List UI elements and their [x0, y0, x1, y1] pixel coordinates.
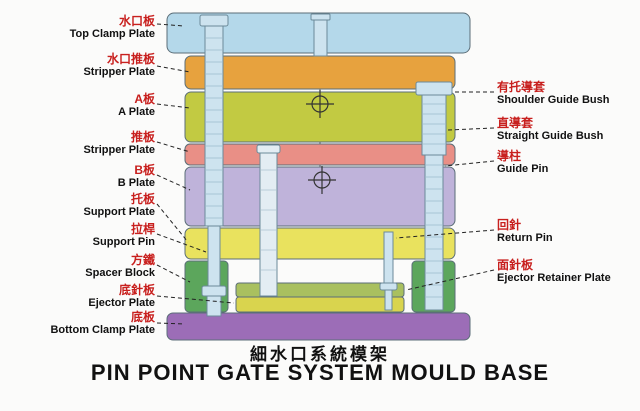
label-cn: 推板: [130, 130, 155, 144]
support-pin-shaft: [204, 25, 224, 227]
label-en: A Plate: [118, 106, 155, 118]
label-cn: 回針: [497, 218, 522, 232]
label-b-plate: B板 B Plate: [118, 164, 155, 190]
center-pin-shaft: [259, 152, 278, 297]
label-guide-pin: 導柱 Guide Pin: [497, 150, 548, 176]
label-bottom-clamp-plate: 底板 Bottom Clamp Plate: [50, 311, 155, 337]
return-pin-shaft: [383, 231, 394, 284]
return-pin-screw: [384, 289, 393, 311]
leader-lines: [156, 23, 495, 325]
leader-support-pin: [156, 233, 207, 253]
label-cn: 水口推板: [106, 52, 155, 66]
label-ejector-retainer-plate: 面針板 Ejector Retainer Plate: [497, 259, 611, 285]
support-pin-lower: [207, 225, 221, 287]
label-en: Support Pin: [92, 236, 155, 248]
label-cn: 有托導套: [497, 80, 546, 94]
center-pin-head: [256, 144, 281, 154]
label-cn: 面針板: [497, 258, 534, 272]
label-cn: 直導套: [497, 116, 534, 130]
label-en: B Plate: [117, 177, 155, 189]
label-cn: B板: [134, 163, 155, 177]
label-cn: 底針板: [118, 283, 155, 297]
sprue-bush-shaft: [313, 19, 328, 57]
label-support-pin: 拉桿 Support Pin: [93, 223, 155, 249]
support-pin-head: [199, 14, 229, 27]
leader-support-plate: [156, 203, 189, 243]
leader-spacer-block: [156, 264, 191, 283]
label-straight-guide-bush: 直導套 Straight Guide Bush: [497, 117, 603, 143]
leader-stripper-plate: [156, 141, 191, 153]
hatch-lines: [206, 37, 222, 219]
label-en: Return Pin: [497, 232, 553, 244]
label-en: Stripper Plate: [83, 144, 155, 156]
leader-a-plate: [156, 103, 191, 109]
center-pin: [256, 144, 281, 297]
label-en: Ejector Retainer Plate: [497, 272, 611, 284]
label-stripper-plate: 推板 Stripper Plate: [83, 131, 155, 157]
label-ejector-plate: 底針板 Ejector Plate: [88, 284, 155, 310]
guide-pin-shaft: [424, 154, 444, 311]
label-shoulder-guide-bush: 有托導套 Shoulder Guide Bush: [497, 81, 609, 107]
stripper-plate: [184, 143, 456, 166]
leader-top-clamp-plate: [156, 23, 185, 27]
label-en: Guide Pin: [497, 163, 549, 175]
leader-b-plate: [156, 174, 191, 191]
label-cn: A板: [134, 92, 155, 106]
stripper-plate-top: [184, 55, 456, 90]
hatch-lines: [261, 169, 276, 271]
title-english: PIN POINT GATE SYSTEM MOULD BASE: [90, 360, 550, 385]
return-pin-head: [379, 282, 398, 291]
bottom-clamp-plate: [166, 312, 471, 341]
support-pin-bolt: [206, 295, 222, 317]
return-pin: [379, 231, 398, 311]
leader-ejector-retainer: [405, 269, 495, 291]
label-en: Bottom Clamp Plate: [50, 324, 155, 336]
guide-bush-assembly: [415, 81, 453, 311]
support-plate: [184, 227, 456, 260]
sprue-bush: [310, 13, 331, 57]
label-cn: 方鐵: [130, 253, 155, 267]
leader-return-pin: [395, 229, 495, 239]
leader-ejector-plate: [156, 295, 235, 304]
straight-guide-bush-body: [421, 94, 447, 156]
center-mark-b-plate: [308, 166, 336, 194]
title-chinese: 細水口系統模架: [250, 345, 390, 364]
label-top-clamp-plate: 水口板 Top Clamp Plate: [70, 15, 155, 41]
center-mark-a-plate: [306, 90, 334, 118]
label-spacer-block: 方鐵 Spacer Block: [85, 254, 155, 280]
label-cn: 托板: [130, 192, 155, 206]
label-cn: 拉桿: [130, 222, 155, 236]
label-cn: 底板: [130, 310, 155, 324]
leader-stripper-plate-top: [156, 65, 191, 73]
shoulder-guide-bush-flange: [415, 81, 453, 96]
leader-straight-guide-bush: [447, 127, 495, 131]
label-cn: 水口板: [118, 14, 155, 28]
label-en: Shoulder Guide Bush: [497, 94, 610, 106]
label-return-pin: 回針 Return Pin: [497, 219, 553, 245]
sprue-bush-cap: [310, 13, 331, 21]
support-pin-block: [201, 285, 227, 297]
label-en: Support Plate: [83, 206, 155, 218]
label-en: Straight Guide Bush: [497, 130, 604, 142]
label-stripper-plate-top: 水口推板 Stripper Plate: [83, 53, 155, 79]
label-en: Ejector Plate: [88, 297, 155, 309]
label-support-plate: 托板 Support Plate: [83, 193, 155, 219]
label-en: Spacer Block: [85, 267, 155, 279]
ejector-plate: [235, 296, 405, 313]
label-cn: 導柱: [497, 149, 522, 163]
support-pin-assembly: [199, 14, 229, 317]
hatch-lines: [423, 103, 445, 298]
b-plate: [184, 166, 456, 227]
label-a-plate: A板 A Plate: [118, 93, 155, 119]
label-en: Stripper Plate: [83, 66, 155, 78]
leader-guide-pin: [444, 160, 495, 167]
label-en: Top Clamp Plate: [69, 28, 155, 40]
leader-bottom-clamp-plate: [156, 322, 185, 325]
